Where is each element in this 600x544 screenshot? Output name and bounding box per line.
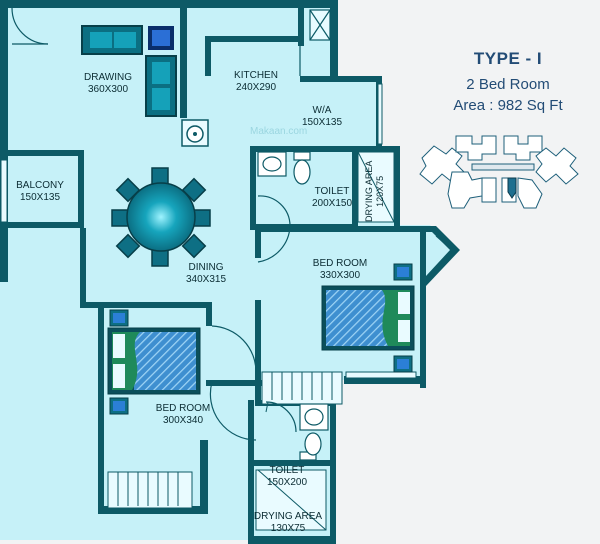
toilet-top-label: TOILET 200X150: [312, 186, 352, 210]
floor-area: [0, 0, 458, 540]
wa-size: 150X135: [301, 117, 343, 128]
bedroom-left-name: BED ROOM: [155, 403, 211, 414]
kitchen-label: KITCHEN 240X290: [234, 70, 278, 94]
dining-size: 340X315: [185, 274, 227, 285]
kitchen-size: 240X290: [235, 82, 277, 93]
sofa: [81, 25, 177, 117]
toilet-fixtures-bottom: [299, 403, 329, 461]
kitchen-name: KITCHEN: [234, 70, 278, 81]
drying-top-name: DRYING AREA: [364, 160, 374, 222]
area-text: Area : 982 Sq Ft: [453, 97, 563, 114]
balcony-name: BALCONY: [16, 180, 64, 191]
toilet-bottom-name: TOILET: [269, 465, 305, 476]
drying-top-size: 120X75: [375, 175, 385, 207]
key-plan: [419, 135, 579, 209]
drawing-size: 360X300: [87, 84, 129, 95]
balcony-size: 150X135: [19, 192, 61, 203]
watermark: Makaan.com: [250, 126, 307, 137]
drying-bottom-size: 130X75: [270, 523, 306, 534]
drawing-name: DRAWING: [84, 72, 132, 83]
wa-duct: [309, 9, 331, 41]
drawing-label: DRAWING 360X300: [84, 72, 132, 96]
bed-right: [321, 263, 415, 373]
bedroom-left-size: 300X340: [162, 415, 204, 426]
kitchen-sink: [181, 119, 209, 147]
balcony-label: BALCONY 150X135: [16, 180, 64, 204]
door-swings: [11, 7, 301, 441]
toilet-top-size: 200X150: [311, 198, 353, 209]
bedroom-count: 2 Bed Room: [466, 76, 550, 93]
plan-type-title: TYPE - I: [473, 49, 543, 68]
drying-top-label: DRYING AREA 120X75: [364, 161, 386, 222]
drying-bottom-name: DRYING AREA: [253, 511, 323, 522]
drying-bottom-label: DRYING AREA 130X75: [254, 511, 322, 535]
toilet-top-name: TOILET: [314, 186, 350, 197]
toilet-fixtures-top: [257, 151, 311, 185]
toilet-bottom-size: 150X200: [266, 477, 308, 488]
toilet-bottom-label: TOILET 150X200: [267, 465, 307, 489]
bedroom-left-label: BED ROOM 300X340: [156, 403, 210, 427]
window-slats: [117, 151, 395, 531]
bedroom-right-size: 330X300: [319, 270, 361, 281]
bed-left: [107, 309, 201, 415]
dining-table: [111, 167, 211, 267]
unit-highlight: [507, 177, 517, 199]
wa-label: W/A 150X135: [302, 105, 342, 129]
dining-label: DINING 340X315: [186, 262, 226, 286]
dining-name: DINING: [188, 262, 224, 273]
wa-name: W/A: [312, 105, 332, 116]
bay-window: [426, 226, 460, 286]
bedroom-right-name: BED ROOM: [312, 258, 368, 269]
bedroom-right-label: BED ROOM 330X300: [313, 258, 367, 282]
